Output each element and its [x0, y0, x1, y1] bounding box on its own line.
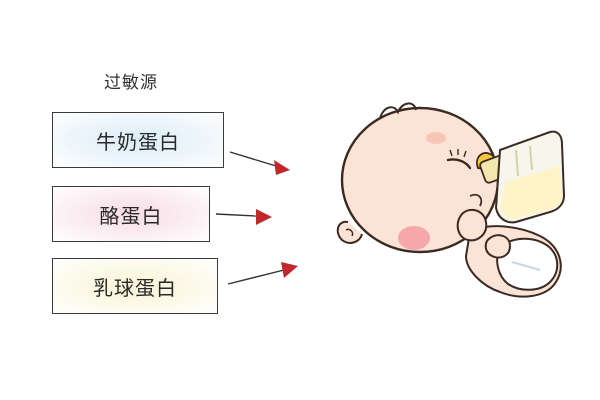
- arrow-head-icon: [256, 209, 272, 225]
- allergen-label: 酪蛋白: [99, 203, 163, 228]
- arrow-2: [215, 209, 272, 225]
- allergen-label: 牛奶蛋白: [96, 129, 180, 154]
- arrow-1: [229, 151, 290, 175]
- allergen-heading: 过敏源: [104, 73, 158, 93]
- allergen-box-casein: 酪蛋白: [52, 186, 210, 242]
- arrow-head-icon: [281, 262, 298, 278]
- allergen-box-lactoglobulin: 乳球蛋白: [52, 258, 218, 314]
- cheek: [398, 226, 430, 250]
- baby-bottle-icon: [476, 130, 566, 224]
- allergen-box-milk-protein: 牛奶蛋白: [52, 112, 224, 168]
- allergen-label: 乳球蛋白: [93, 275, 177, 300]
- arrow-3: [227, 262, 298, 285]
- closed-eye-icon: [446, 158, 472, 170]
- arrow-head-icon: [274, 160, 290, 175]
- baby-hand: [456, 208, 512, 259]
